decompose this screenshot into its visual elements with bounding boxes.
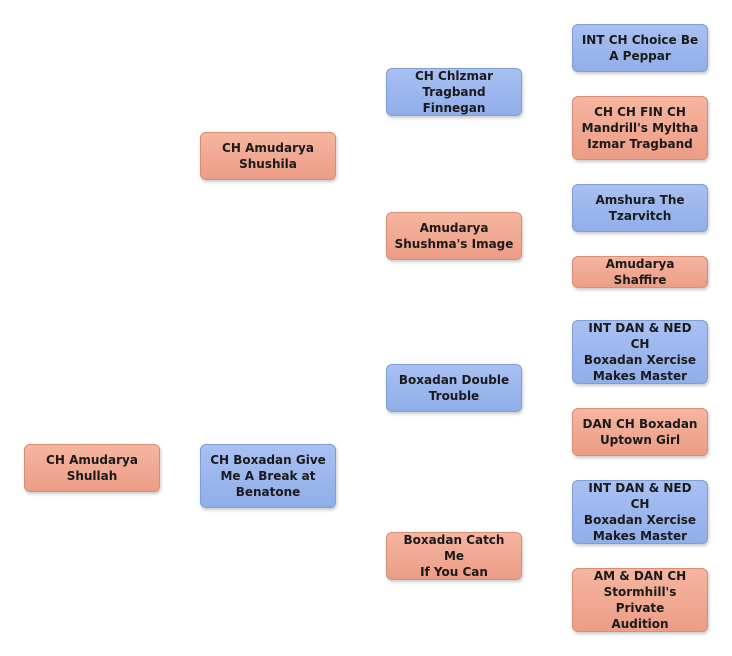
- parent-node-dam[interactable]: CH Amudarya Shushila: [200, 132, 336, 180]
- parent-name: CH Boxadan Give Me A Break at Benatone: [210, 453, 326, 499]
- grandparent-node[interactable]: Amudarya Shushma's Image: [386, 212, 522, 260]
- great-grandparent-node[interactable]: INT CH Choice Be A Peppar: [572, 24, 708, 72]
- parent-name: CH Amudarya Shushila: [222, 141, 314, 171]
- great-grandparent-node[interactable]: DAN CH Boxadan Uptown Girl: [572, 408, 708, 456]
- grandparent-name: Boxadan Catch Me If You Can: [403, 533, 505, 579]
- parent-node-sire[interactable]: CH Boxadan Give Me A Break at Benatone: [200, 444, 336, 508]
- subject-name: CH Amudarya Shullah: [46, 453, 138, 483]
- grandparent-node[interactable]: CH Chlzmar Tragband Finnegan: [386, 68, 522, 116]
- subject-node[interactable]: CH Amudarya Shullah: [24, 444, 160, 492]
- great-grandparent-name: Amshura The Tzarvitch: [595, 193, 685, 223]
- great-grandparent-node[interactable]: AM & DAN CH Stormhill's Private Audition: [572, 568, 708, 632]
- grandparent-name: Amudarya Shushma's Image: [394, 221, 514, 251]
- great-grandparent-name: INT CH Choice Be A Peppar: [581, 33, 699, 63]
- grandparent-node[interactable]: Boxadan Catch Me If You Can: [386, 532, 522, 580]
- great-grandparent-node[interactable]: INT DAN & NED CH Boxadan Xercise Makes M…: [572, 320, 708, 384]
- grandparent-name: Boxadan Double Trouble: [398, 373, 510, 403]
- great-grandparent-node[interactable]: Amshura The Tzarvitch: [572, 184, 708, 232]
- grandparent-name: CH Chlzmar Tragband Finnegan: [415, 69, 493, 115]
- great-grandparent-name: Amudarya Shaffire: [605, 257, 675, 287]
- great-grandparent-name: CH CH FIN CH Mandrill's Myltha Izmar Tra…: [581, 105, 699, 151]
- great-grandparent-name: INT DAN & NED CH Boxadan Xercise Makes M…: [583, 481, 697, 543]
- grandparent-node[interactable]: Boxadan Double Trouble: [386, 364, 522, 412]
- great-grandparent-name: AM & DAN CH Stormhill's Private Audition: [593, 569, 687, 631]
- great-grandparent-node[interactable]: CH CH FIN CH Mandrill's Myltha Izmar Tra…: [572, 96, 708, 160]
- great-grandparent-name: DAN CH Boxadan Uptown Girl: [582, 417, 698, 447]
- great-grandparent-node[interactable]: INT DAN & NED CH Boxadan Xercise Makes M…: [572, 480, 708, 544]
- great-grandparent-node[interactable]: Amudarya Shaffire: [572, 256, 708, 288]
- great-grandparent-name: INT DAN & NED CH Boxadan Xercise Makes M…: [583, 321, 697, 383]
